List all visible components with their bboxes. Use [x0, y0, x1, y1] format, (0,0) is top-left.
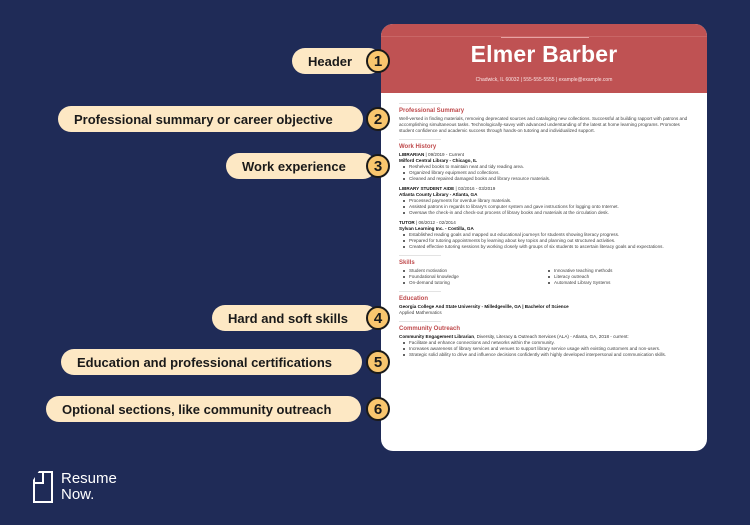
job-bullet: Established reading goals and mapped out… — [403, 232, 689, 238]
job-entry: LIBRARY STUDENT AIDE | 03/2016 - 03/2019… — [399, 186, 689, 216]
resume-contact: Chadwick, IL 60032 | 555-555-5555 | exam… — [475, 77, 613, 83]
outreach-bullet: Increases awareness of library services … — [403, 346, 689, 352]
skill-item: Foundational knowledge — [403, 274, 544, 280]
badge-number-icon: 1 — [366, 49, 390, 73]
skill-item: Literacy outreach — [548, 274, 689, 280]
callout-label: Optional sections, like community outrea… — [62, 401, 332, 417]
callout-summary: Professional summary or career objective — [58, 106, 363, 132]
callout-header: Header — [292, 48, 383, 74]
education-field: Applied Mathematics — [399, 310, 442, 315]
job-role: LIBRARY STUDENT AIDE — [399, 186, 455, 191]
callout-label: Hard and soft skills — [228, 310, 348, 326]
job-entry: LIBRARIAN | 09/2019 - Current Milford Ce… — [399, 152, 689, 182]
callout-label: Professional summary or career objective — [74, 111, 333, 127]
job-bullet: Assisted patrons in regards to library's… — [403, 204, 689, 210]
outreach-bullet: Facilitate and enhance connections and n… — [403, 340, 689, 346]
job-entry: TUTOR | 06/2012 - 02/2014 Sylvan Learnin… — [399, 220, 689, 250]
job-bullet: Cleaned and repaired damaged books and l… — [403, 176, 689, 182]
brand-name: Resume Now. — [61, 471, 117, 503]
document-icon — [33, 471, 53, 503]
badge-number-icon: 2 — [366, 107, 390, 131]
resume-card: Elmer Barber Chadwick, IL 60032 | 555-55… — [381, 24, 707, 451]
section-title: Professional Summary — [399, 108, 465, 114]
badge-number-icon: 3 — [366, 154, 390, 178]
job-role: LIBRARIAN — [399, 152, 425, 157]
outreach-bullet: Strategic solid ability to drive and inf… — [403, 352, 689, 358]
callout-education: Education and professional certification… — [61, 349, 362, 375]
callout-label: Education and professional certification… — [77, 354, 332, 370]
section-title: Work History — [399, 144, 437, 150]
section-work-history: Work History LIBRARIAN | 09/2019 - Curre… — [399, 139, 689, 250]
outreach-role: Community Engagement Librarian — [399, 334, 475, 339]
callout-label: Work experience — [242, 158, 346, 174]
skill-item: Innovative teaching methods — [548, 268, 689, 274]
badge-number-icon: 4 — [366, 306, 390, 330]
outreach-detail: , Diversity, Literacy & Outreach Service… — [474, 334, 629, 339]
header-accent-rule — [501, 37, 589, 38]
job-bullet: Prepared for tutoring appointments by le… — [403, 238, 689, 244]
skills-column-left: Student motivation Foundational knowledg… — [399, 268, 544, 286]
section-title: Education — [399, 296, 429, 302]
callout-work-experience: Work experience — [226, 153, 376, 179]
resume-body: Professional Summary Well-versed in find… — [381, 93, 707, 358]
job-dates: | 06/2012 - 02/2014 — [414, 220, 456, 225]
skill-item: Automated Library Systems — [548, 280, 689, 286]
job-company: Sylvan Learning Inc. - Costilla, GA — [399, 226, 474, 231]
education-school: Georgia College And State University - M… — [399, 304, 569, 309]
job-bullet: Organized library equipment and collecti… — [403, 170, 689, 176]
section-education: Education Georgia College And State Univ… — [399, 291, 689, 316]
job-bullet: Processed payments for overdue library m… — [403, 198, 689, 204]
skill-item: Student motivation — [403, 268, 544, 274]
skills-column-right: Innovative teaching methods Literacy out… — [544, 268, 689, 286]
job-bullet: Oversaw the check-in and check-out proce… — [403, 210, 689, 216]
section-community-outreach: Community Outreach Community Engagement … — [399, 321, 689, 358]
job-role: TUTOR — [399, 220, 415, 225]
resume-header: Elmer Barber Chadwick, IL 60032 | 555-55… — [381, 24, 707, 93]
badge-number-icon: 5 — [366, 350, 390, 374]
section-skills: Skills Student motivation Foundational k… — [399, 255, 689, 286]
brand-line-1: Resume — [61, 470, 117, 487]
section-title: Skills — [399, 260, 415, 266]
job-company: Atlanta County Library - Atlanta, GA — [399, 192, 478, 197]
job-dates: | 03/2016 - 03/2019 — [454, 186, 496, 191]
callout-label: Header — [308, 53, 353, 69]
skill-item: On-demand tutoring — [403, 280, 544, 286]
job-dates: | 09/2019 - Current — [424, 152, 465, 157]
summary-text: Well-versed in finding materials, removi… — [399, 116, 688, 133]
callout-skills: Hard and soft skills — [212, 305, 378, 331]
badge-number-icon: 6 — [366, 397, 390, 421]
section-summary: Professional Summary Well-versed in find… — [399, 103, 689, 134]
brand-logo: Resume Now. — [33, 471, 117, 503]
job-bullet: Created effective tutoring sessions by w… — [403, 244, 689, 250]
resume-name: Elmer Barber — [470, 41, 618, 67]
job-bullet: Reshelved books to maintain neat and tid… — [403, 164, 689, 170]
section-title: Community Outreach — [399, 326, 461, 332]
callout-optional-sections: Optional sections, like community outrea… — [46, 396, 362, 422]
brand-line-2: Now. — [61, 486, 95, 503]
job-company: Milford Central Library - Chicago, IL — [399, 158, 478, 163]
header-divider — [381, 36, 707, 37]
